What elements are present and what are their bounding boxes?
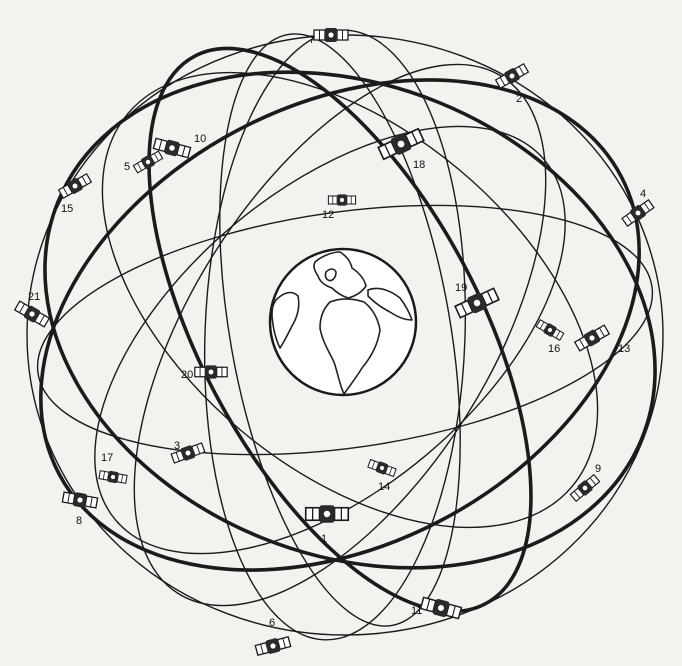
satellite-label-11: 11	[411, 605, 422, 617]
satellite-label-8: 8	[76, 515, 82, 527]
satellite-antenna	[328, 32, 333, 37]
satellite-label-4: 4	[640, 188, 646, 200]
satellite-label-1: 1	[321, 533, 327, 545]
satellite-label-15: 15	[61, 203, 73, 215]
satellite-antenna	[209, 370, 214, 375]
satellite-label-7: 7	[309, 34, 315, 46]
satellite-label-12: 12	[322, 209, 334, 221]
satellite-label-21: 21	[28, 291, 40, 303]
satellite-label-19: 19	[455, 282, 467, 294]
satellite-label-18: 18	[413, 159, 425, 171]
satellite-12	[328, 194, 355, 205]
satellite-label-6: 6	[269, 617, 275, 629]
satellite-label-13: 13	[618, 343, 630, 355]
satellite-label-2: 2	[516, 93, 522, 105]
land-britain	[325, 269, 336, 281]
satellite-antenna	[340, 198, 344, 202]
satellite-antenna	[324, 511, 331, 518]
satellite-label-10: 10	[194, 133, 206, 145]
satellite-7	[314, 28, 348, 42]
satellite-label-17: 17	[101, 452, 113, 464]
satellite-label-3: 3	[174, 440, 180, 452]
satellite-label-14: 14	[378, 481, 390, 493]
satellite-label-20: 20	[181, 369, 193, 381]
earth-globe	[270, 249, 416, 395]
satellite-1	[306, 505, 349, 523]
satellite-label-5: 5	[124, 161, 130, 173]
satellite-20	[195, 365, 227, 378]
satellite-label-16: 16	[548, 343, 560, 355]
satellite-label-9: 9	[595, 463, 601, 475]
